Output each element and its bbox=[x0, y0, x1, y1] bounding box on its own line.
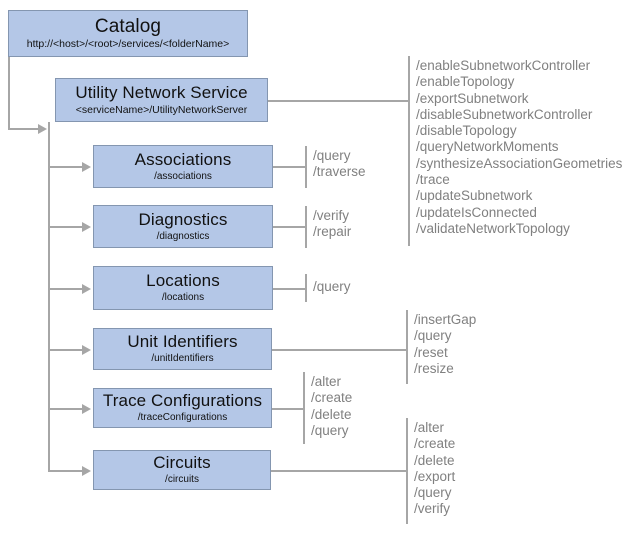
node-trace-configurations[interactable]: Trace Configurations /traceConfiguration… bbox=[93, 388, 272, 428]
connector-branch-locations bbox=[48, 288, 84, 290]
connector-service-trunk bbox=[48, 122, 50, 472]
arrowhead-locations bbox=[82, 284, 91, 294]
operation-item: /disableTopology bbox=[416, 123, 517, 139]
operations-locations: /query bbox=[313, 279, 351, 295]
connector-circuits-to-ops bbox=[271, 470, 406, 472]
operation-item: /reset bbox=[414, 344, 448, 360]
connector-branch-trace-configurations bbox=[48, 408, 84, 410]
operation-item: /trace bbox=[416, 172, 450, 188]
node-utility-network-service[interactable]: Utility Network Service <serviceName>/Ut… bbox=[55, 78, 268, 122]
node-utility-network-service-title: Utility Network Service bbox=[75, 83, 248, 103]
node-circuits[interactable]: Circuits /circuits bbox=[93, 450, 271, 490]
opsbar-circuits bbox=[406, 418, 408, 524]
arrowhead-associations bbox=[82, 162, 91, 172]
opsbar-locations bbox=[305, 274, 307, 302]
operations-trace-configurations: /alter/create/delete/query bbox=[311, 374, 352, 439]
connector-catalog-down bbox=[8, 57, 10, 129]
operation-item: /create bbox=[311, 390, 353, 406]
connector-diagnostics-to-ops bbox=[273, 226, 305, 228]
operation-item: /repair bbox=[313, 224, 352, 240]
operation-item: /query bbox=[414, 328, 452, 344]
operation-item: /insertGap bbox=[414, 312, 477, 327]
operation-item: /disableSubnetworkController bbox=[416, 106, 593, 122]
node-utility-network-service-path: <serviceName>/UtilityNetworkServer bbox=[75, 103, 248, 116]
operation-item: /updateSubnetwork bbox=[416, 188, 533, 204]
connector-branch-circuits bbox=[48, 470, 84, 472]
opsbar-associations bbox=[305, 146, 307, 188]
node-circuits-title: Circuits bbox=[153, 453, 211, 473]
node-circuits-path: /circuits bbox=[165, 474, 199, 486]
node-locations[interactable]: Locations /locations bbox=[93, 266, 273, 310]
operation-item: /resize bbox=[414, 360, 454, 376]
node-associations-path: /associations bbox=[154, 170, 212, 182]
operation-item: /exportSubnetwork bbox=[416, 90, 529, 106]
arrowhead-diagnostics bbox=[82, 222, 91, 232]
connector-associations-to-ops bbox=[273, 166, 305, 168]
operation-item: /synthesizeAssociationGeometries bbox=[416, 155, 623, 171]
opsbar-utility-network-service bbox=[408, 56, 410, 246]
operation-item: /enableTopology bbox=[416, 74, 515, 90]
operation-item: /query bbox=[313, 279, 351, 294]
node-diagnostics[interactable]: Diagnostics /diagnostics bbox=[93, 205, 273, 248]
node-catalog[interactable]: Catalog http://<host>/<root>/services/<f… bbox=[8, 10, 248, 57]
node-trace-configurations-title: Trace Configurations bbox=[102, 391, 263, 411]
operation-item: /validateNetworkTopology bbox=[416, 220, 570, 236]
node-locations-title: Locations bbox=[146, 271, 220, 291]
node-unit-identifiers-title: Unit Identifiers bbox=[127, 332, 238, 352]
connector-catalog-to-service bbox=[8, 128, 40, 130]
opsbar-trace-configurations bbox=[303, 372, 305, 444]
connector-branch-associations bbox=[48, 166, 84, 168]
connector-branch-unit-identifiers bbox=[48, 349, 84, 351]
opsbar-diagnostics bbox=[305, 206, 307, 248]
opsbar-unit-identifiers bbox=[406, 310, 408, 384]
connector-service-to-ops bbox=[228, 100, 408, 102]
operation-item: /query bbox=[311, 422, 349, 438]
operations-diagnostics: /verify/repair bbox=[313, 208, 351, 241]
operation-item: /alter bbox=[414, 420, 445, 435]
operation-item: /verify bbox=[313, 208, 350, 223]
operation-item: /query bbox=[414, 485, 452, 501]
arrowhead-catalog-to-service bbox=[38, 124, 47, 134]
arrowhead-trace-configurations bbox=[82, 404, 91, 414]
node-diagnostics-path: /diagnostics bbox=[156, 230, 210, 242]
node-catalog-path: http://<host>/<root>/services/<folderNam… bbox=[26, 38, 230, 51]
node-associations-title: Associations bbox=[134, 149, 232, 169]
operations-associations: /query/traverse bbox=[313, 148, 366, 181]
operations-unit-identifiers: /insertGap/query/reset/resize bbox=[414, 312, 476, 377]
connector-branch-diagnostics bbox=[48, 226, 84, 228]
operation-item: /delete bbox=[311, 406, 352, 422]
operations-circuits: /alter/create/delete/export/query/verify bbox=[414, 420, 455, 518]
operation-item: /updateIsConnected bbox=[416, 204, 537, 220]
node-associations[interactable]: Associations /associations bbox=[93, 145, 273, 188]
node-unit-identifiers-path: /unitIdentifiers bbox=[151, 353, 214, 365]
node-diagnostics-title: Diagnostics bbox=[138, 209, 228, 229]
connector-unit-identifiers-to-ops bbox=[272, 349, 406, 351]
node-locations-path: /locations bbox=[161, 292, 205, 304]
node-catalog-title: Catalog bbox=[94, 15, 162, 37]
operation-item: /alter bbox=[311, 374, 342, 389]
connector-locations-to-ops bbox=[273, 288, 305, 290]
operation-item: /delete bbox=[414, 452, 455, 468]
node-unit-identifiers[interactable]: Unit Identifiers /unitIdentifiers bbox=[93, 328, 272, 370]
operation-item: /enableSubnetworkController bbox=[416, 58, 591, 73]
arrowhead-circuits bbox=[82, 466, 91, 476]
arrowhead-unit-identifiers bbox=[82, 345, 91, 355]
operation-item: /traverse bbox=[313, 164, 366, 180]
operation-item: /query bbox=[313, 148, 351, 163]
operations-utility-network-service: /enableSubnetworkController/enableTopolo… bbox=[416, 58, 622, 237]
operation-item: /verify bbox=[414, 501, 451, 517]
operation-item: /create bbox=[414, 436, 456, 452]
operation-item: /queryNetworkMoments bbox=[416, 139, 559, 155]
node-trace-configurations-path: /traceConfigurations bbox=[137, 412, 228, 424]
connector-trace-configurations-to-ops bbox=[272, 408, 303, 410]
operation-item: /export bbox=[414, 468, 456, 484]
